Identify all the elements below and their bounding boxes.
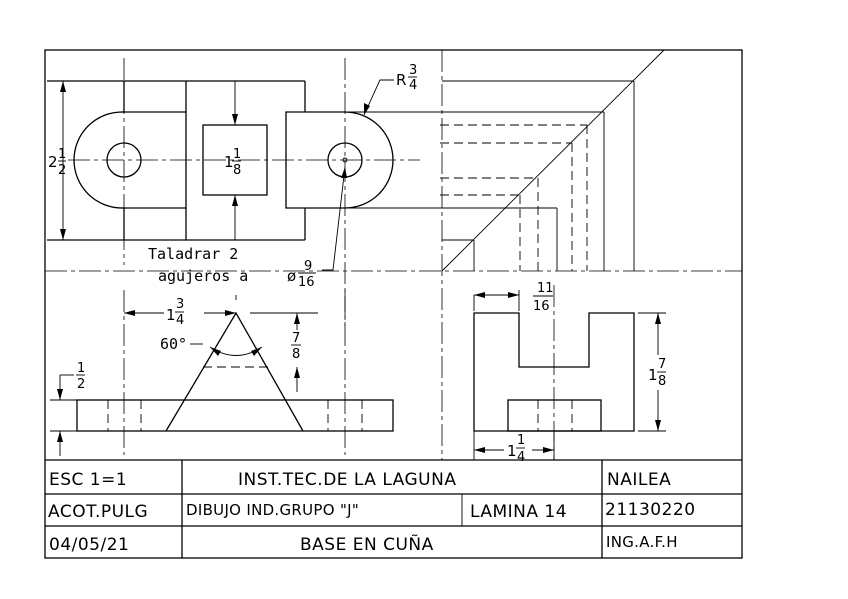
dim-height-top-den: 2 xyxy=(58,163,66,178)
dim-apex-width-whole: 1 xyxy=(166,306,176,324)
miter-line xyxy=(441,49,665,272)
title-teacher: ING.A.F.H xyxy=(606,533,678,551)
sheet-border xyxy=(44,49,743,559)
dim-apex-width-den: 4 xyxy=(176,313,184,328)
dim-base-thickness-den: 2 xyxy=(77,377,85,392)
view-dividers xyxy=(45,50,742,460)
dim-side-width-top-num: 11 xyxy=(537,281,554,296)
title-name: NAILEA xyxy=(607,470,671,490)
dim-side-width-bottom-whole: 1 xyxy=(507,442,517,460)
title-date: 04/05/21 xyxy=(49,535,129,555)
dim-side-height-den: 8 xyxy=(658,374,666,389)
dim-slot-num: 1 xyxy=(233,147,241,162)
front-view-dimensions: 1 3 4 60° 7 8 1 2 xyxy=(50,297,318,456)
dim-radius-den: 4 xyxy=(409,78,417,93)
drill-diameter-num: 9 xyxy=(304,259,312,274)
dim-slot-den: 8 xyxy=(233,163,241,178)
drill-note-line1: Taladrar 2 xyxy=(148,245,238,263)
dim-side-width-bottom-num: 1 xyxy=(517,433,525,448)
title-institution: INST.TEC.DE LA LAGUNA xyxy=(238,470,456,490)
dim-base-thickness-num: 1 xyxy=(77,361,85,376)
drill-diameter-den: 16 xyxy=(298,275,315,290)
title-scale: ESC 1=1 xyxy=(49,470,127,490)
dim-radius-num: 3 xyxy=(409,63,417,78)
title-units: ACOT.PULG xyxy=(48,502,148,522)
side-view xyxy=(473,81,635,460)
side-view-dimensions: 11 16 1 7 8 1 1 4 xyxy=(473,281,666,465)
title-id-number: 21130220 xyxy=(605,500,696,520)
drill-note-line2: agujeros a xyxy=(158,267,248,285)
dim-slot-whole: 1 xyxy=(224,153,234,171)
dim-side-height-num: 7 xyxy=(658,357,666,372)
front-view xyxy=(76,290,394,455)
dim-height-top-whole: 2 xyxy=(48,153,58,171)
title-course: DIBUJO IND.GRUPO "J" xyxy=(186,501,359,519)
dim-side-width-bottom-den: 4 xyxy=(517,450,525,465)
dim-apex-height-num: 7 xyxy=(292,331,300,346)
dim-angle: 60° xyxy=(160,335,187,353)
dim-height-top-num: 1 xyxy=(58,147,66,162)
dim-apex-width-num: 3 xyxy=(176,297,184,312)
dim-radius-prefix: R xyxy=(396,71,406,89)
dim-apex-height-den: 8 xyxy=(292,347,300,362)
dim-side-height-whole: 1 xyxy=(648,366,658,384)
title-drawing-name: BASE EN CUÑA xyxy=(300,533,434,555)
title-sheet: LAMINA 14 xyxy=(470,502,567,522)
top-view-dimensions: 2 1 2 1 1 8 R 3 4 Taladrar 2 agujeros a … xyxy=(48,63,417,290)
title-block: ESC 1=1 INST.TEC.DE LA LAGUNA NAILEA ACO… xyxy=(45,459,742,558)
dim-side-width-top-den: 16 xyxy=(533,299,550,314)
drill-diameter-prefix: ø xyxy=(287,267,296,285)
